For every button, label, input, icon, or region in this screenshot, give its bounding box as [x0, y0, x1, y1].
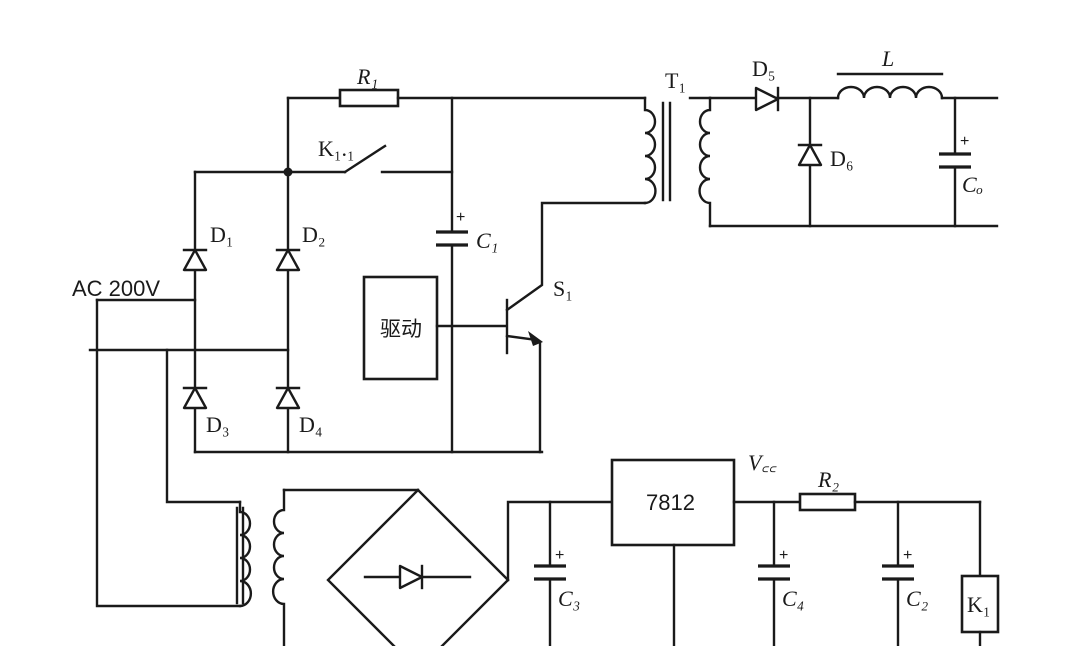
s1-label: S₁: [553, 276, 573, 301]
resistor-r1: [338, 88, 400, 108]
diode-bridge-aux: [398, 564, 424, 590]
switch-k11: [343, 144, 387, 174]
driver-block: [362, 275, 439, 381]
c3-label: C₃: [558, 586, 580, 611]
capacitor-c1: [436, 230, 468, 247]
d3-label: D₃: [206, 412, 230, 437]
capacitor-c4: [758, 500, 790, 646]
driver-label: 驱动: [380, 317, 422, 341]
output-stage: [708, 72, 999, 228]
diode-d4: [275, 386, 301, 410]
diode-d2: [275, 248, 301, 272]
vcc-label: V꜀꜀: [748, 450, 777, 475]
inductor-l: [836, 85, 944, 100]
capacitor-c3: [534, 500, 566, 646]
diode-d1: [182, 248, 208, 272]
regulator-label: 7812: [646, 490, 695, 515]
transformer-t1: [643, 96, 712, 228]
ac-input: [88, 298, 290, 608]
co-label: Cₒ: [962, 172, 983, 197]
d2-label: D₂: [302, 222, 326, 247]
diode-d3: [182, 386, 208, 410]
r1-branch: [286, 88, 647, 454]
bridge-rectifier-main: [182, 144, 544, 454]
c3-plus: +: [555, 547, 564, 564]
l-label: L: [881, 46, 894, 71]
k11-label: K₁.₁: [318, 136, 355, 161]
k1-label: K₁: [967, 592, 991, 617]
d1-label: D₁: [210, 222, 234, 247]
capacitor-co: [939, 152, 971, 169]
t1-label: T₁: [665, 68, 686, 93]
d4-label: D₄: [299, 412, 323, 437]
d6-label: D₆: [830, 146, 854, 171]
c2-plus: +: [903, 547, 912, 564]
c4-label: C₄: [782, 586, 804, 611]
d5-label: D₅: [752, 56, 776, 81]
ac-source-label: AC 200V: [72, 276, 160, 301]
diode-d5: [754, 86, 780, 112]
c4-plus: +: [779, 547, 788, 564]
co-plus: +: [960, 133, 969, 150]
r1-label: R₁: [356, 64, 378, 89]
c2-label: C₂: [906, 586, 929, 611]
r2-label: R₂: [817, 467, 839, 492]
diode-d6: [797, 143, 823, 167]
c1-label: C₁: [476, 228, 498, 253]
resistor-r2: [798, 492, 857, 512]
capacitor-c2: [882, 500, 914, 646]
aux-transformer: [235, 488, 420, 646]
c1-plus: +: [456, 209, 465, 226]
regulator-7812: [610, 458, 736, 547]
transistor-s1: [505, 201, 647, 454]
bridge-rectifier-aux: [326, 488, 614, 646]
